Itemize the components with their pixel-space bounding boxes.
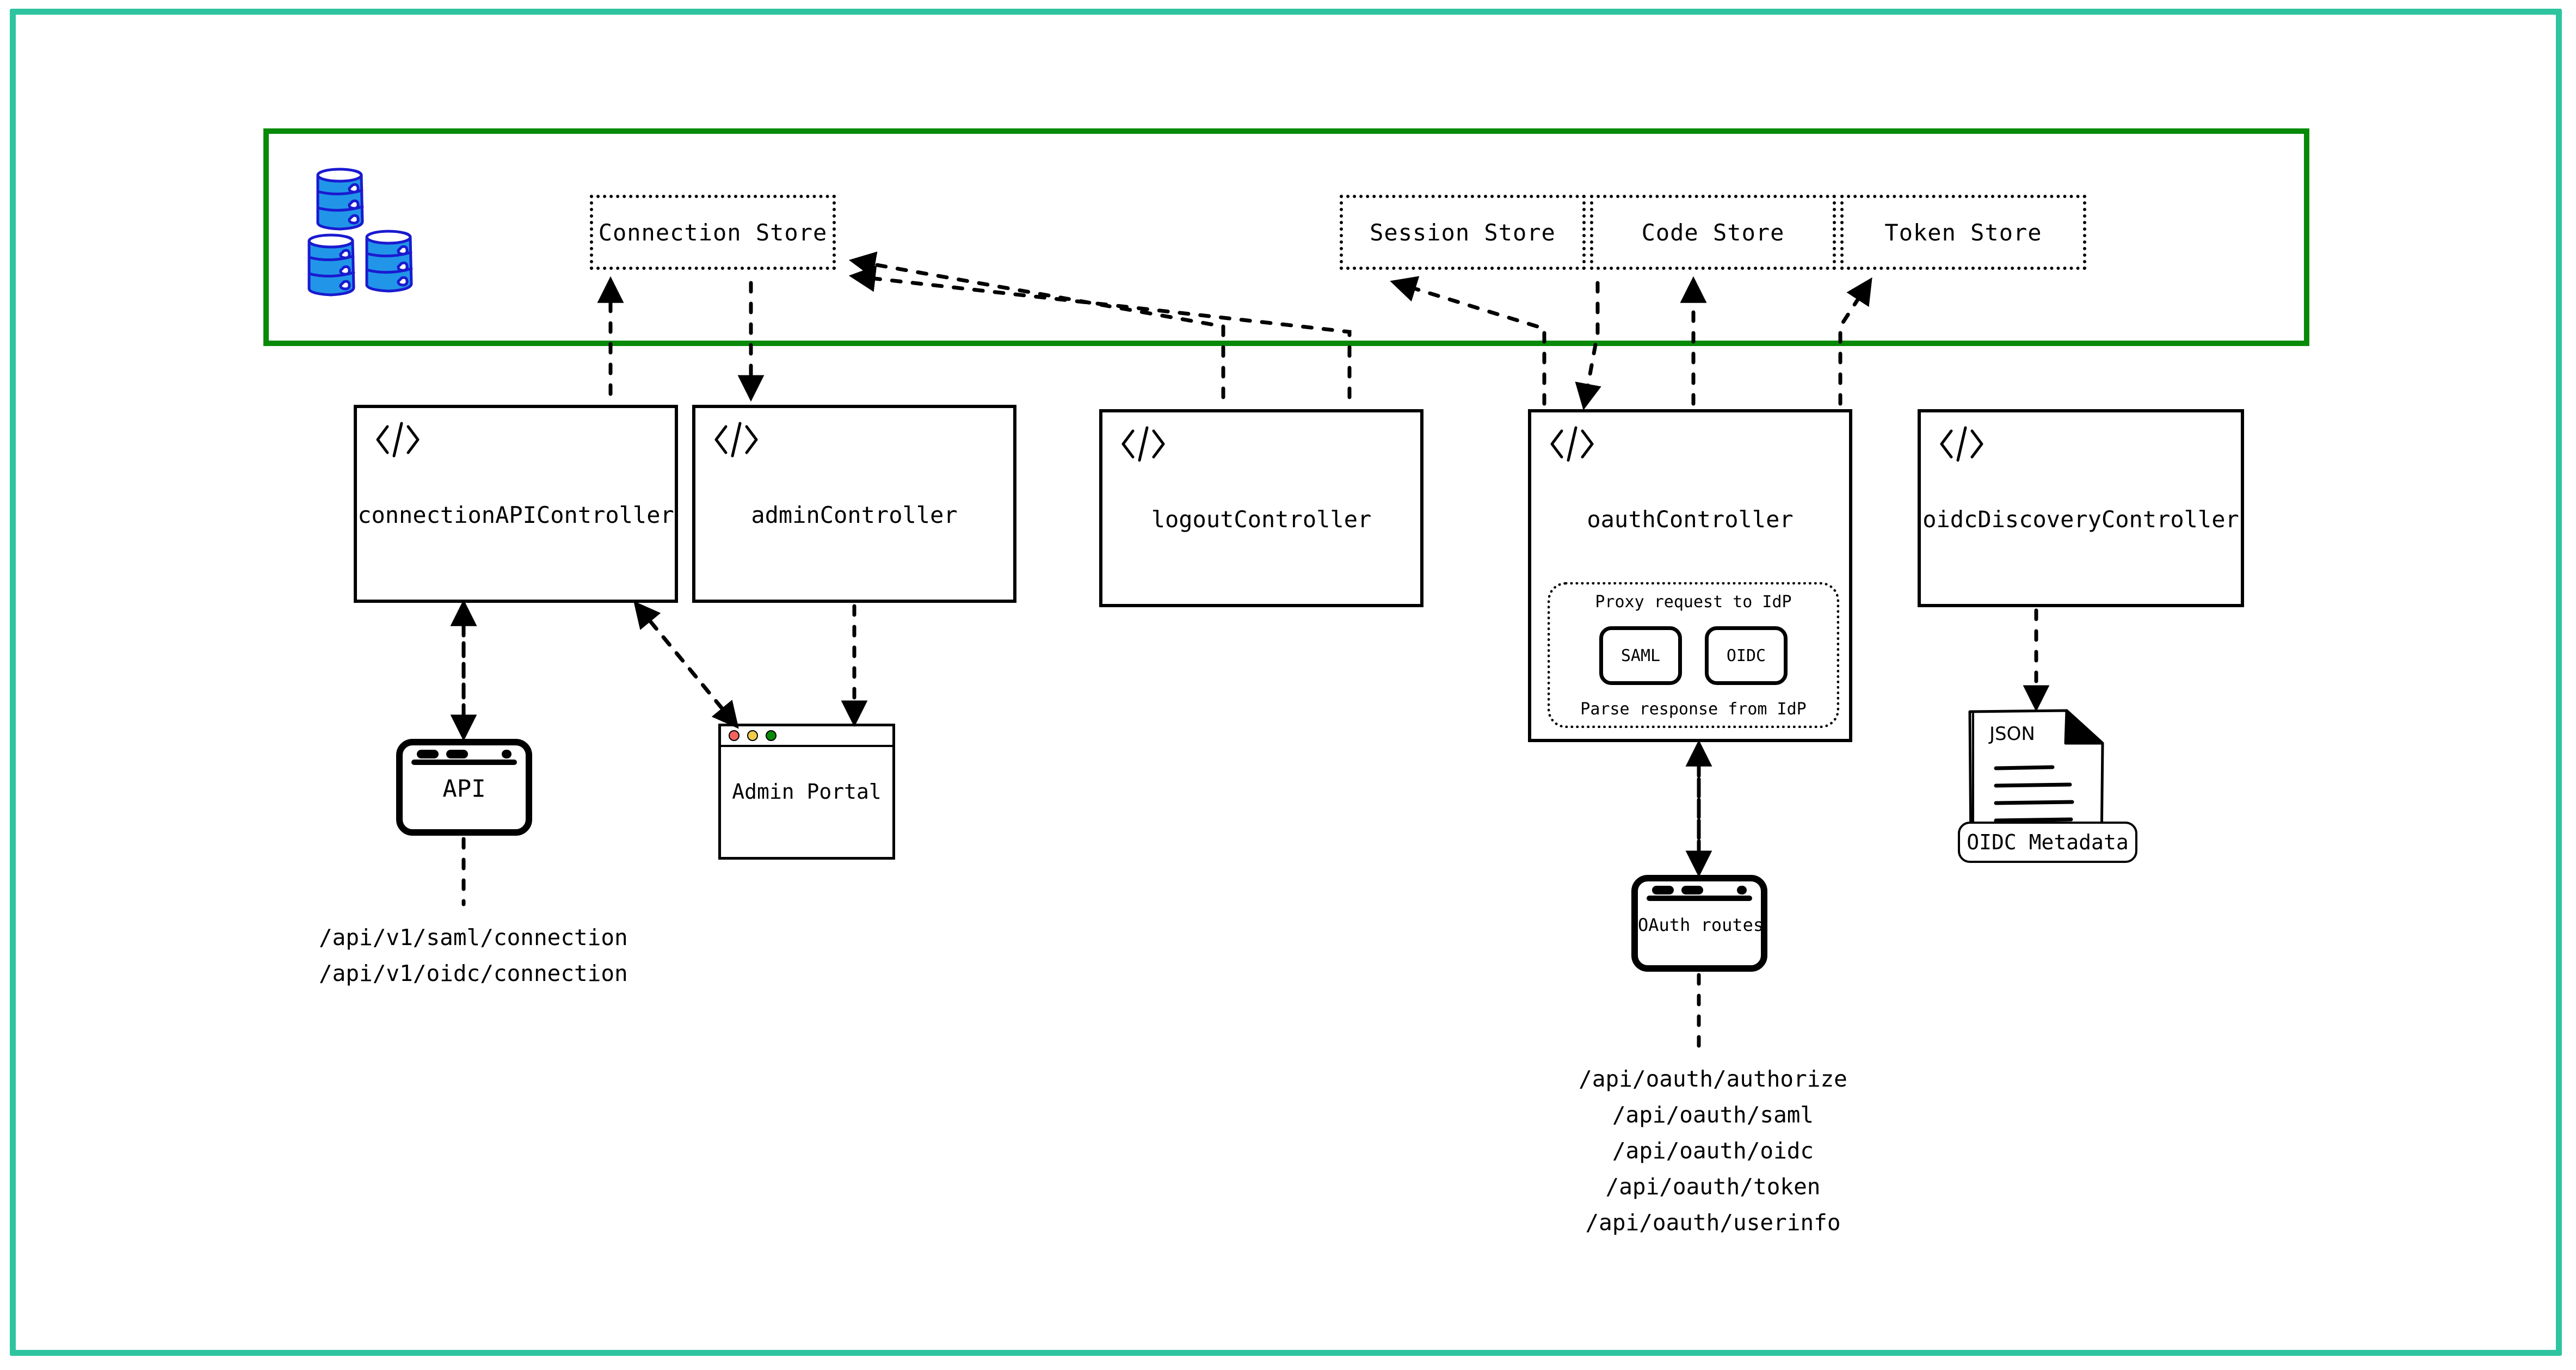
window-dot-left (1652, 886, 1674, 894)
idp-protocol-pills: SAML OIDC (1599, 626, 1788, 685)
traffic-light-yellow (747, 730, 758, 741)
controller-oidc-discovery[interactable]: oidcDiscoveryController (1918, 409, 2244, 607)
store-connection-label: Connection Store (598, 219, 828, 246)
window-dot-left (417, 750, 439, 758)
idp-pill-oidc[interactable]: OIDC (1705, 626, 1788, 685)
window-address-bar (411, 760, 517, 765)
window-dot-mid (446, 750, 468, 758)
database-cylinders-icon (307, 168, 413, 297)
store-token-label: Token Store (1884, 219, 2042, 246)
route-item: /api/v1/oidc/connection (319, 960, 628, 986)
controller-oauth[interactable]: oauthController Proxy request to IdP SAM… (1528, 409, 1852, 742)
route-item: /api/oauth/token (1605, 1174, 1821, 1200)
code-icon (1121, 426, 1165, 462)
json-document-icon[interactable]: JSON (1965, 707, 2107, 850)
controller-logout[interactable]: logoutController (1099, 409, 1423, 607)
idp-proxy-group: Proxy request to IdP SAML OIDC Parse res… (1548, 582, 1839, 728)
route-item: /api/oauth/saml (1612, 1102, 1814, 1128)
api-window-icon[interactable]: API (396, 739, 532, 836)
traffic-light-green (766, 730, 777, 741)
idp-pill-oidc-label: OIDC (1726, 646, 1766, 665)
controller-oidc-discovery-label: oidcDiscoveryController (1922, 506, 2239, 533)
route-item: /api/oauth/authorize (1579, 1066, 1847, 1092)
controller-admin[interactable]: adminController (692, 405, 1016, 603)
idp-pill-saml-label: SAML (1620, 646, 1661, 665)
json-doc-type-label: JSON (1988, 723, 2035, 745)
oauth-routes-list: /api/oauth/authorize /api/oauth/saml /ap… (1572, 1061, 1854, 1241)
idp-parse-response-caption: Parse response from IdP (1580, 700, 1807, 719)
route-item: /api/oauth/oidc (1612, 1138, 1814, 1164)
oauth-routes-label: OAuth routes (1638, 915, 1764, 936)
controller-admin-label: adminController (751, 502, 958, 528)
idp-proxy-request-caption: Proxy request to IdP (1595, 593, 1792, 612)
api-label: API (442, 775, 486, 803)
route-item: /api/oauth/userinfo (1585, 1209, 1841, 1236)
store-session-label: Session Store (1370, 219, 1556, 246)
controller-connection-api[interactable]: connectionAPIController (354, 405, 678, 603)
store-connection[interactable]: Connection Store (590, 195, 836, 270)
store-code-label: Code Store (1641, 219, 1785, 246)
connection-routes-list: /api/v1/saml/connection /api/v1/oidc/con… (319, 919, 628, 991)
store-code[interactable]: Code Store (1590, 195, 1836, 270)
code-icon (714, 422, 758, 458)
admin-portal-label: Admin Portal (732, 780, 882, 804)
admin-portal-window-icon[interactable]: Admin Portal (718, 724, 895, 860)
controller-connection-api-label: connectionAPIController (358, 502, 674, 528)
window-dot-right (502, 750, 511, 758)
code-icon (1550, 426, 1594, 462)
idp-pill-saml[interactable]: SAML (1599, 626, 1682, 685)
store-token[interactable]: Token Store (1840, 195, 2086, 270)
traffic-light-red (729, 730, 739, 741)
window-dot-mid (1681, 886, 1703, 894)
window-address-bar (1646, 896, 1753, 901)
oidc-metadata-label: OIDC Metadata (1967, 830, 2129, 854)
oauth-routes-window-icon[interactable]: OAuth routes (1631, 875, 1767, 972)
window-dot-right (1737, 886, 1747, 894)
code-icon (1940, 426, 1983, 462)
controller-oauth-label: oauthController (1587, 506, 1794, 533)
outer-frame (10, 9, 2562, 1356)
controller-logout-label: logoutController (1151, 506, 1372, 533)
store-session[interactable]: Session Store (1340, 195, 1586, 270)
window-titlebar (721, 726, 892, 747)
oidc-metadata-pill[interactable]: OIDC Metadata (1958, 822, 2137, 863)
code-icon (376, 422, 420, 458)
route-item: /api/v1/saml/connection (319, 924, 628, 951)
